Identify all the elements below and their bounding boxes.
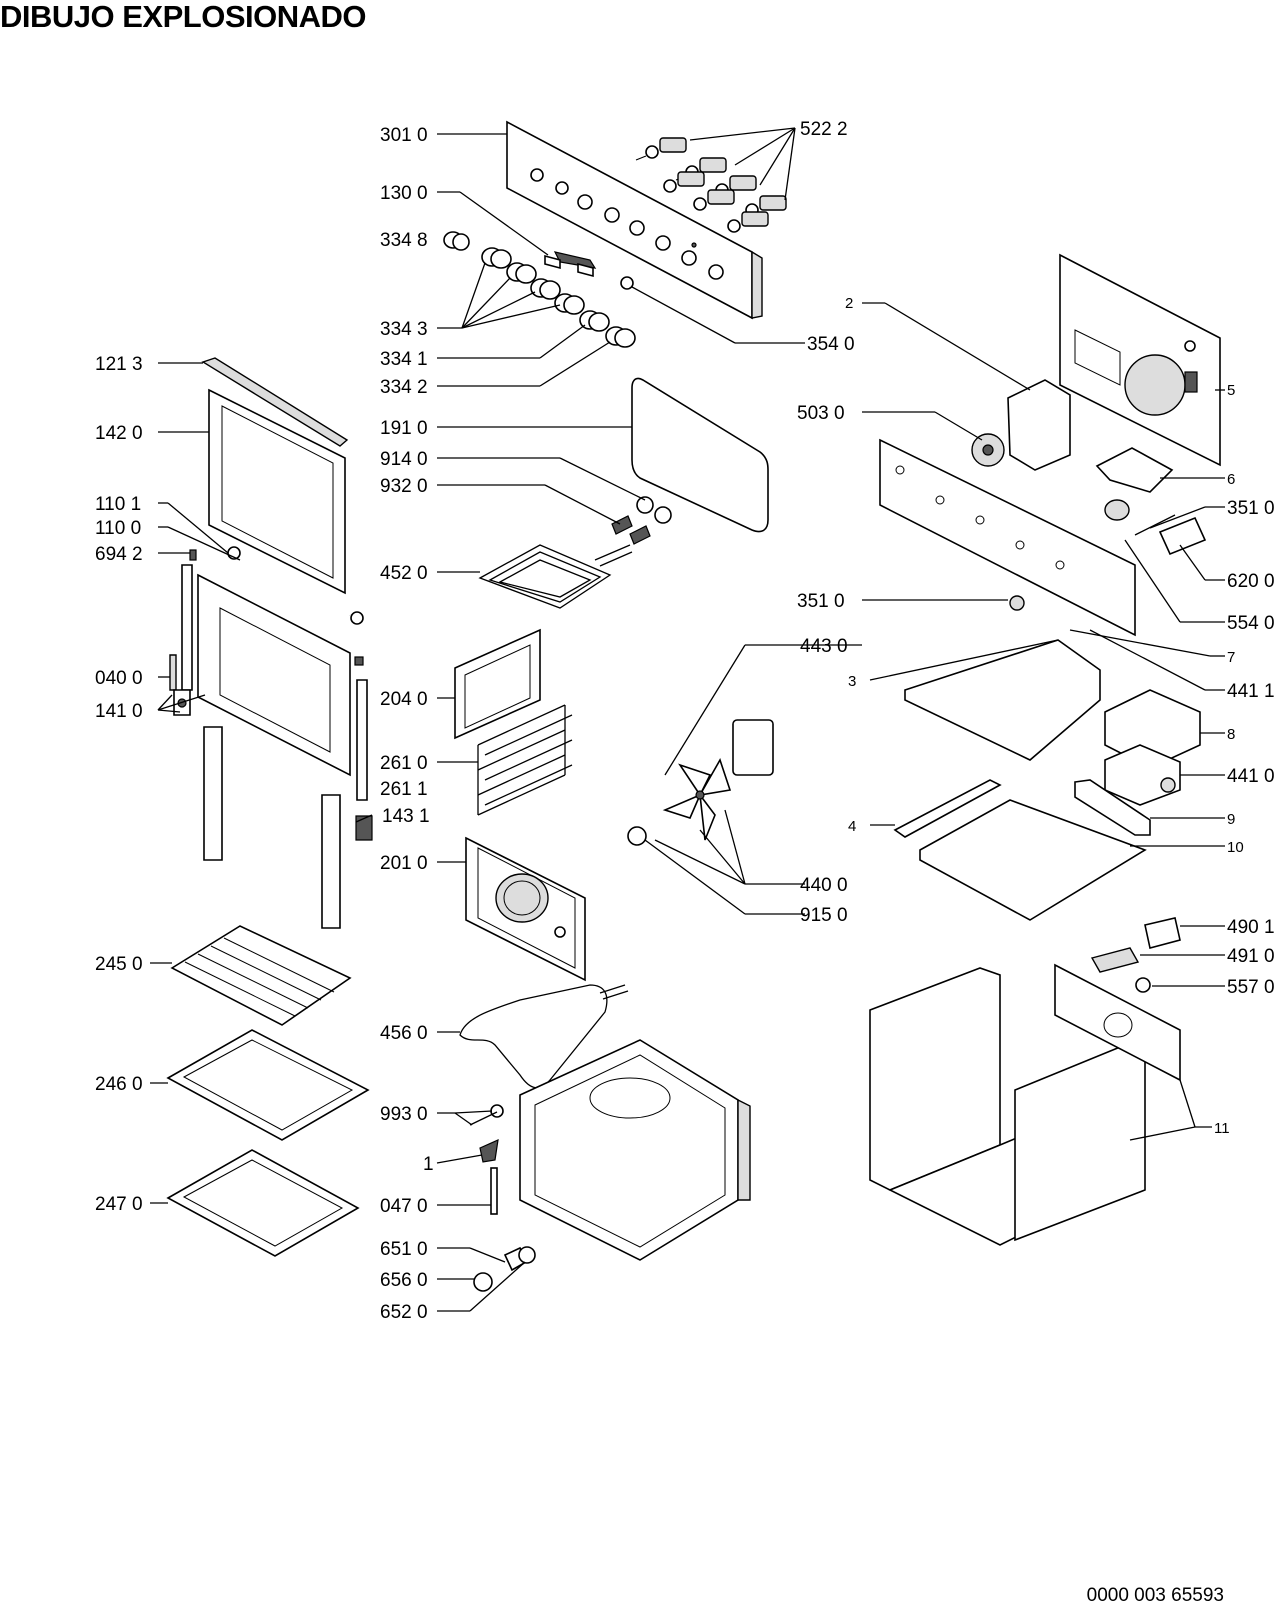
label-334-2: 334 2 (380, 377, 428, 398)
label-932-0: 932 0 (380, 476, 428, 497)
baking-tray-part (166, 1029, 370, 1141)
label-456-0: 456 0 (380, 1023, 428, 1044)
control-panel-part (506, 120, 763, 320)
label-351-0-a: 351 0 (1227, 498, 1275, 519)
label-491-0: 491 0 (1227, 946, 1275, 967)
label-452-0: 452 0 (380, 563, 428, 584)
label-7: 7 (1227, 649, 1235, 666)
label-141-0: 141 0 (95, 701, 143, 722)
door-hinges-part (169, 549, 373, 841)
inner-door-part (197, 573, 351, 777)
label-3: 3 (848, 673, 856, 690)
oven-cavity-part (519, 1039, 751, 1261)
lower-element-part (459, 984, 629, 1089)
label-191-0: 191 0 (380, 418, 428, 439)
label-440-0: 440 0 (800, 875, 848, 896)
cabinet-frame-part (869, 963, 1181, 1246)
label-201-0: 201 0 (380, 853, 428, 874)
knob-parts (443, 231, 636, 348)
door-strips-part (203, 726, 341, 929)
wire-rack-part (170, 925, 352, 1026)
label-351-0-b: 351 0 (797, 591, 845, 612)
leader-lines (150, 127, 1225, 1312)
label-656-0: 656 0 (380, 1270, 428, 1291)
label-5: 5 (1227, 382, 1235, 399)
grill-element-part (478, 544, 633, 609)
switch-parts (635, 137, 787, 233)
gasket-part (631, 377, 769, 533)
label-557-0: 557 0 (1227, 977, 1275, 998)
electronic-box-part (1104, 689, 1201, 806)
label-554-0: 554 0 (1227, 613, 1275, 634)
page-title: DIBUJO EXPLOSIONADO (0, 0, 367, 34)
top-sheet-part (904, 639, 1101, 761)
label-651-0: 651 0 (380, 1239, 428, 1260)
label-143-1: 143 1 (382, 806, 430, 827)
label-441-1: 441 1 (1227, 681, 1275, 702)
label-142-0: 142 0 (95, 423, 143, 444)
label-993-0: 993 0 (380, 1104, 428, 1125)
label-620-0: 620 0 (1227, 571, 1275, 592)
grill-connectors-part (611, 496, 672, 545)
base-parts (893, 779, 1151, 921)
side-rail-part (879, 438, 1136, 637)
label-694-2: 694 2 (95, 544, 143, 565)
label-121-3: 121 3 (95, 354, 143, 375)
shelf-guides-part (477, 704, 573, 816)
label-245-0: 245 0 (95, 954, 143, 975)
label-247-0: 247 0 (95, 1194, 143, 1215)
fan-assembly-part (627, 719, 774, 846)
label-047-0: 047 0 (380, 1196, 428, 1217)
label-522-2: 522 2 (800, 119, 848, 140)
label-9: 9 (1227, 811, 1235, 828)
label-652-0: 652 0 (380, 1302, 428, 1323)
label-301-0: 301 0 (380, 125, 428, 146)
side-panel-part (454, 628, 541, 740)
label-6: 6 (1227, 471, 1235, 488)
label-490-1: 490 1 (1227, 917, 1275, 938)
door-top-profile (201, 357, 349, 447)
label-261-0: 261 0 (380, 753, 428, 774)
label-334-8: 334 8 (380, 230, 428, 251)
label-110-0: 110 0 (95, 518, 141, 539)
label-443-0: 443 0 (800, 636, 848, 657)
label-261-1: 261 1 (380, 779, 428, 800)
label-246-0: 246 0 (95, 1074, 143, 1095)
door-handle-part (227, 546, 364, 625)
document-number: 0000 003 65593 (1086, 1585, 1224, 1606)
label-334-1: 334 1 (380, 349, 428, 370)
thermostat-parts (1095, 447, 1207, 556)
rear-panel-part (1059, 253, 1221, 467)
label-130-0: 130 0 (380, 183, 428, 204)
label-040-0: 040 0 (95, 668, 143, 689)
label-915-0: 915 0 (800, 905, 848, 926)
label-914-0: 914 0 (380, 449, 428, 470)
label-11: 11 (1214, 1120, 1230, 1137)
label-2: 2 (845, 295, 853, 312)
drip-tray-part (166, 1149, 360, 1257)
bracket-part (544, 251, 597, 278)
outer-glass-part (208, 388, 346, 595)
label-10: 10 (1227, 839, 1244, 856)
label-354-0: 354 0 (807, 334, 855, 355)
back-panel-part (465, 836, 586, 982)
fan-cover-part (971, 379, 1071, 471)
label-441-0: 441 0 (1227, 766, 1275, 787)
small-parts (469, 1104, 536, 1292)
label-4: 4 (848, 818, 856, 835)
part-labels: 301 0 522 2 130 0 334 8 334 3 334 1 334 … (95, 119, 1275, 1323)
label-1: 1 (423, 1154, 434, 1175)
label-334-3: 334 3 (380, 319, 428, 340)
label-110-1: 110 1 (95, 494, 141, 515)
control-electronics-parts (1090, 917, 1181, 993)
label-204-0: 204 0 (380, 689, 428, 710)
label-503-0: 503 0 (797, 403, 845, 424)
label-8: 8 (1227, 726, 1235, 743)
